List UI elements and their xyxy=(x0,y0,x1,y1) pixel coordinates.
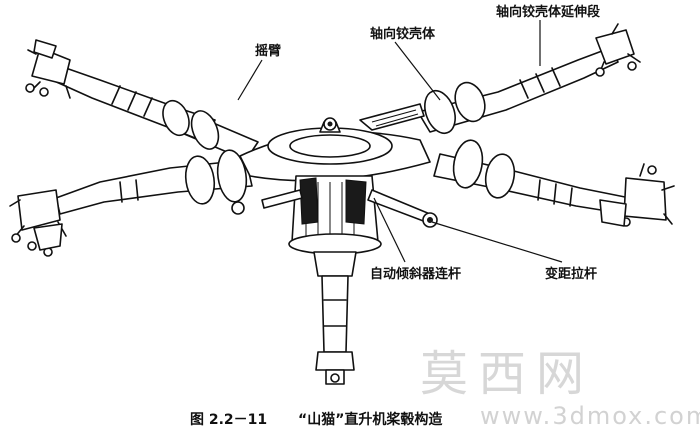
caption-number: 图 2.2－11 xyxy=(190,412,267,428)
label-swashplate-link: 自动倾斜器连杆 xyxy=(370,266,461,282)
blade-arm-upper-left xyxy=(25,39,259,161)
watermark-url: www.3dmox.com xyxy=(480,402,700,430)
label-rocker-arm: 摇臂 xyxy=(255,43,281,59)
main-shaft xyxy=(315,275,355,385)
blade-arm-upper-right xyxy=(359,23,641,135)
watermark-text: 莫西网 xyxy=(420,346,594,402)
swashplate-assembly xyxy=(288,175,382,277)
label-pitch-link: 变距拉杆 xyxy=(545,266,597,282)
label-axial-hinge-extension: 轴向铰壳体延伸段 xyxy=(496,4,600,20)
control-rods xyxy=(231,189,438,228)
hub-center xyxy=(239,117,431,182)
caption-title: “山猫”直升机桨毂构造 xyxy=(298,411,442,428)
label-axial-hinge-housing: 轴向铰壳体 xyxy=(370,26,436,42)
blade-arm-lower-right xyxy=(433,139,675,227)
blade-arm-lower-left xyxy=(9,149,253,257)
leader-lines xyxy=(237,20,563,263)
